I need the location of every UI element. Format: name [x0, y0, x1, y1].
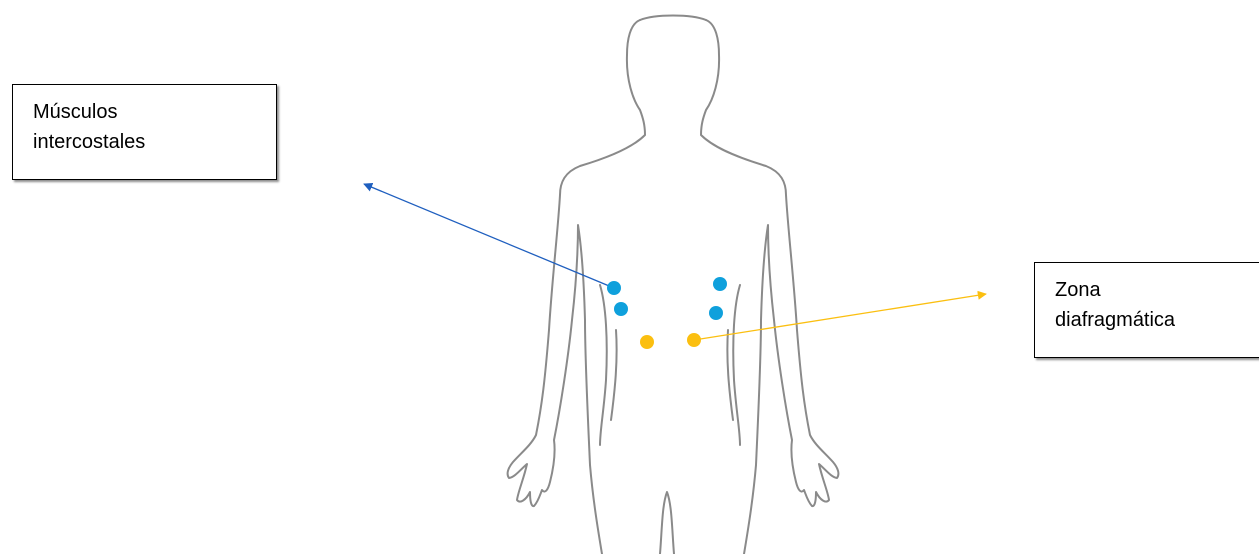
intercostal-point-left-lower: [614, 302, 628, 316]
diaphragm-label-line1: Zona: [1055, 275, 1247, 305]
diaphragm-point-right: [687, 333, 701, 347]
diaphragm-label-box: Zona diafragmática: [1034, 262, 1259, 358]
intercostal-point-right-upper: [713, 277, 727, 291]
intercostal-label-box: Músculos intercostales: [12, 84, 277, 180]
intercostal-point-left-upper: [607, 281, 621, 295]
diaphragm-arrow: [694, 294, 986, 340]
intercostal-point-right-lower: [709, 306, 723, 320]
human-body-outline-icon: [508, 16, 839, 554]
diaphragm-label-line2: diafragmática: [1055, 305, 1247, 335]
diaphragm-point-left: [640, 335, 654, 349]
intercostal-label-line2: intercostales: [33, 127, 260, 157]
intercostal-arrow: [364, 184, 614, 288]
intercostal-label-line1: Músculos: [33, 97, 260, 127]
